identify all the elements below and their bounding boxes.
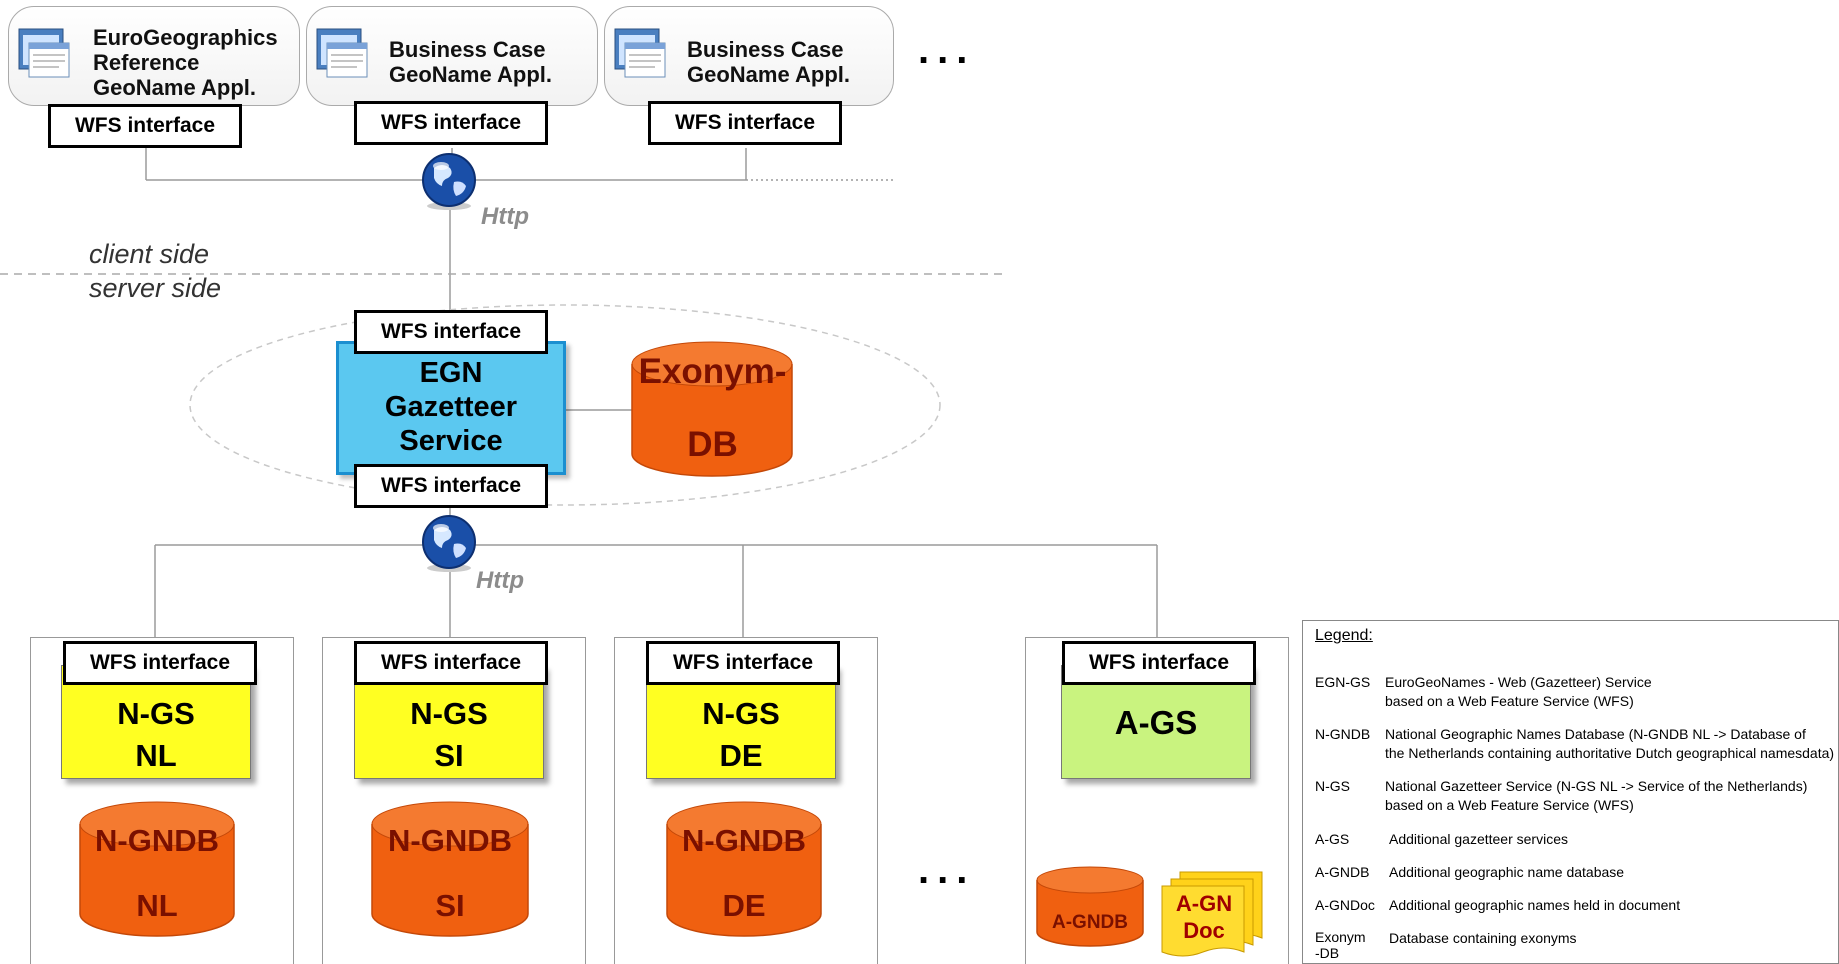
national-wfs-interface-nl: WFS interface	[63, 641, 257, 685]
globe-icon	[422, 153, 476, 210]
document-stack-icon	[1161, 871, 1263, 957]
legend-abbreviation: N-GS	[1315, 778, 1350, 794]
more-clients-ellipsis: ...	[918, 28, 976, 72]
national-names-db-si: N-GNDB SI	[370, 800, 530, 940]
legend-description: Additional gazetteer services	[1389, 831, 1568, 847]
national-names-db-de: N-GNDB DE	[665, 800, 823, 940]
exonym-db-label-line1: Exonym-	[638, 352, 787, 391]
legend-description: Additional geographic name database	[1389, 864, 1625, 880]
client-wfs-interface: WFS interface	[48, 104, 242, 148]
exonym-db-cylinder: Exonym- DB	[630, 340, 795, 480]
client-wfs-interface: WFS interface	[648, 101, 842, 145]
legend-abbreviation: EGN-GS	[1315, 674, 1371, 690]
additional-db-label: A-GNDB	[1052, 912, 1128, 933]
national-names-db-nl: N-GNDB NL	[78, 800, 236, 940]
additional-wfs-interface: WFS interface	[1062, 641, 1256, 685]
client-wfs-interface: WFS interface	[354, 101, 548, 145]
db-name-label: N-GNDB	[388, 823, 512, 858]
legend-description: Additional geographic names held in docu…	[1389, 897, 1681, 913]
db-name-label: N-GNDB	[682, 823, 806, 858]
legend-abbreviation: A-GNDB	[1315, 864, 1370, 880]
db-country-label: SI	[435, 888, 465, 923]
legend-title: Legend:	[1315, 627, 1373, 644]
legend-description: National Geographic Names Database (N-GN…	[1385, 726, 1835, 761]
legend-box: Legend: EGN-GS EuroGeoNames - Web (Gazet…	[1302, 620, 1839, 964]
app-window-icon	[316, 28, 368, 78]
server-side-label: server side	[89, 273, 222, 303]
service-wfs-interface-top: WFS interface	[354, 310, 548, 354]
http-protocol-label: Http	[476, 567, 524, 594]
egn-gazetteer-service: EGN Gazetteer Service	[336, 341, 566, 475]
additional-names-db-cylinder: A-GNDB	[1035, 866, 1145, 948]
more-services-ellipsis: ...	[918, 848, 976, 892]
exonym-db-label-line2: DB	[687, 425, 738, 464]
app-window-icon	[614, 28, 666, 78]
legend-description: Database containing exonyms	[1389, 930, 1577, 946]
globe-icon	[422, 515, 476, 572]
app-window-icon	[18, 28, 70, 78]
legend-abbreviation: A-GNDoc	[1315, 897, 1375, 913]
db-country-label: DE	[722, 888, 766, 923]
national-wfs-interface-de: WFS interface	[646, 641, 840, 685]
legend-description: National Gazetteer Service (N-GS NL -> S…	[1385, 778, 1808, 813]
db-name-label: N-GNDB	[95, 823, 219, 858]
legend-abbreviation: N-GNDB	[1315, 726, 1371, 742]
db-country-label: NL	[136, 888, 178, 923]
national-wfs-interface-si: WFS interface	[354, 641, 548, 685]
http-protocol-label: Http	[481, 203, 529, 230]
client-side-label: client side	[89, 239, 210, 269]
service-wfs-interface-bottom: WFS interface	[354, 464, 548, 508]
legend-abbreviation: A-GS	[1315, 831, 1350, 847]
legend-abbreviation: Exonym -DB	[1315, 929, 1366, 961]
